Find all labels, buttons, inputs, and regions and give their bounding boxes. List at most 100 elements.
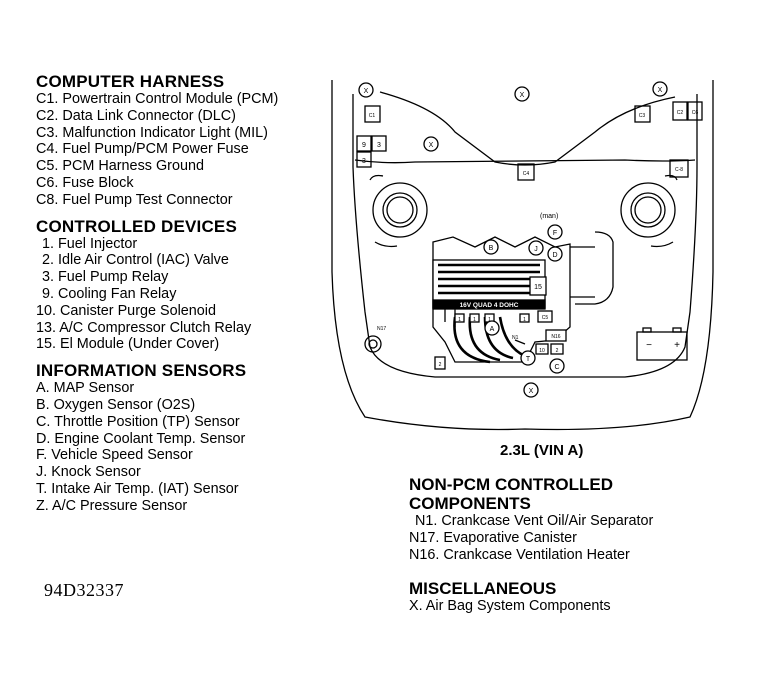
x-marker-4: X bbox=[423, 136, 439, 152]
vehicle-outline bbox=[331, 80, 714, 431]
connector-c8: C-8 bbox=[669, 159, 689, 178]
sensor-f: F bbox=[547, 224, 563, 240]
legend-item-z: Z. A/C Pressure Sensor bbox=[36, 497, 188, 514]
legend-item-c5: C5. PCM Harness Ground bbox=[36, 158, 204, 175]
separator-n1-label: N1 bbox=[512, 335, 519, 341]
legend-item-c6: C6. Fuse Block bbox=[36, 174, 134, 191]
device-2: 2 bbox=[550, 343, 564, 355]
legend-item-c4: C4. Fuel Pump/PCM Power Fuse bbox=[36, 141, 249, 158]
svg-text:2: 2 bbox=[439, 362, 442, 368]
non-pcm-item-n17: N17. Evaporative Canister bbox=[409, 529, 577, 546]
x-marker-2: X bbox=[514, 86, 530, 102]
legend-item-c1: C1. Powertrain Control Module (PCM) bbox=[36, 91, 279, 107]
sensor-a: A bbox=[484, 320, 500, 336]
legend-item-c2: C2. Data Link Connector (DLC) bbox=[36, 107, 236, 124]
connector-c6: C6 bbox=[687, 101, 703, 121]
svg-text:9: 9 bbox=[362, 142, 366, 149]
misc-section: MISCELLANEOUS X. Air Bag System Componen… bbox=[409, 579, 611, 615]
svg-text:X: X bbox=[364, 88, 369, 95]
legend-item-d: D. Engine Coolant Temp. Sensor bbox=[36, 430, 246, 447]
svg-text:D: D bbox=[552, 252, 557, 259]
non-pcm-item-n16: N16. Crankcase Ventilation Heater bbox=[409, 546, 630, 563]
non-pcm-title-1: NON-PCM CONTROLLED bbox=[409, 475, 613, 494]
svg-text:X: X bbox=[429, 142, 434, 149]
legend-item-13: 13. A/C Compressor Clutch Relay bbox=[36, 319, 252, 336]
module-15: 15 bbox=[529, 276, 547, 296]
x-marker-1: X bbox=[358, 82, 374, 98]
svg-text:10: 10 bbox=[539, 348, 545, 354]
svg-text:A: A bbox=[490, 326, 495, 333]
controlled-devices-title: CONTROLLED DEVICES bbox=[36, 216, 238, 236]
canister-n17: N17 bbox=[364, 326, 386, 353]
legend-item-9: 9. Cooling Fan Relay bbox=[42, 285, 177, 302]
legend-item-3: 3. Fuel Pump Relay bbox=[42, 269, 169, 286]
svg-text:C: C bbox=[554, 364, 559, 371]
legend-item-2: 2. Idle Air Control (IAC) Valve bbox=[42, 252, 229, 269]
left-strut-tower bbox=[369, 174, 428, 248]
x-marker-3: X bbox=[652, 81, 668, 97]
svg-text:1: 1 bbox=[473, 317, 476, 323]
legend-item-c8: C8. Fuel Pump Test Connector bbox=[36, 191, 233, 208]
legend-left: COMPUTER HARNESS C1. Powertrain Control … bbox=[36, 73, 326, 515]
battery: − + bbox=[636, 327, 688, 361]
cowl-line bbox=[379, 91, 676, 166]
connector-c2: C2 bbox=[672, 101, 688, 121]
svg-text:C2: C2 bbox=[677, 110, 684, 116]
x-marker-5: X bbox=[523, 382, 539, 398]
svg-text:1: 1 bbox=[523, 317, 526, 323]
svg-text:−: − bbox=[646, 340, 652, 351]
heater-n16: N16 bbox=[545, 329, 567, 342]
legend-item-c: C. Throttle Position (TP) Sensor bbox=[36, 413, 240, 430]
figure-code: 94D32337 bbox=[44, 580, 124, 600]
relay-13: 3 bbox=[371, 135, 387, 152]
legend-item-t: T. Intake Air Temp. (IAT) Sensor bbox=[36, 480, 239, 497]
n1-leader bbox=[514, 339, 526, 345]
svg-text:C-8: C-8 bbox=[675, 167, 683, 173]
right-strut-tower bbox=[620, 174, 678, 248]
misc-title: MISCELLANEOUS bbox=[409, 579, 557, 598]
svg-text:T: T bbox=[526, 356, 531, 363]
svg-text:J: J bbox=[534, 246, 538, 253]
connector-c3: C3 bbox=[634, 105, 651, 123]
svg-text:3: 3 bbox=[362, 158, 366, 165]
connector-c5: C5 bbox=[537, 310, 553, 323]
misc-item-x: X. Air Bag System Components bbox=[409, 598, 611, 614]
svg-text:B: B bbox=[489, 245, 494, 252]
connector-c1: C1 bbox=[364, 105, 381, 123]
engine-bay-diagram: X X X X X C1 C3 C2 C6 9 3 3 C4 C-8 16V Q… bbox=[325, 72, 725, 432]
svg-text:1: 1 bbox=[488, 317, 491, 323]
sensor-b: B bbox=[483, 239, 499, 255]
engine-bay-svg: X X X X X C1 C3 C2 C6 9 3 3 C4 C-8 16V Q… bbox=[331, 80, 714, 431]
svg-text:2: 2 bbox=[556, 348, 559, 354]
legend-item-a: A. MAP Sensor bbox=[36, 380, 135, 397]
sensor-d: D bbox=[547, 246, 563, 262]
information-sensors-title: INFORMATION SENSORS bbox=[36, 361, 247, 381]
legend-item-f: F. Vehicle Speed Sensor bbox=[36, 447, 193, 464]
svg-text:C6: C6 bbox=[692, 110, 699, 116]
svg-text:N17: N17 bbox=[377, 326, 386, 332]
device-10: 10 bbox=[535, 343, 549, 355]
sensor-t: T bbox=[520, 350, 536, 366]
legend-item-c3: C3. Malfunction Indicator Light (MIL) bbox=[36, 124, 268, 141]
svg-text:3: 3 bbox=[377, 142, 381, 149]
svg-text:X: X bbox=[658, 87, 663, 94]
engine-caption: 2.3L (VIN A) bbox=[500, 442, 584, 459]
legend-item-10: 10. Canister Purge Solenoid bbox=[36, 302, 216, 319]
svg-text:C3: C3 bbox=[639, 113, 646, 119]
svg-text:C4: C4 bbox=[523, 171, 530, 177]
svg-text:15: 15 bbox=[534, 284, 542, 291]
svg-text:C1: C1 bbox=[369, 113, 376, 119]
legend-item-b: B. Oxygen Sensor (O2S) bbox=[36, 396, 196, 413]
engine-plate-label: 16V QUAD 4 DOHC bbox=[460, 302, 519, 309]
connector-c4: C4 bbox=[517, 163, 535, 181]
sensor-c: C bbox=[549, 358, 565, 374]
legend-item-15: 15. El Module (Under Cover) bbox=[36, 336, 220, 353]
intake-runners bbox=[453, 316, 526, 364]
legend-item-j: J. Knock Sensor bbox=[36, 464, 141, 481]
non-pcm-title-2: COMPONENTS bbox=[409, 494, 531, 513]
svg-text:+: + bbox=[674, 340, 680, 351]
relay-9: 9 bbox=[356, 135, 372, 152]
svg-text:X: X bbox=[529, 388, 534, 395]
bay-contour bbox=[352, 94, 698, 378]
legend-item-1: 1. Fuel Injector bbox=[42, 235, 138, 252]
